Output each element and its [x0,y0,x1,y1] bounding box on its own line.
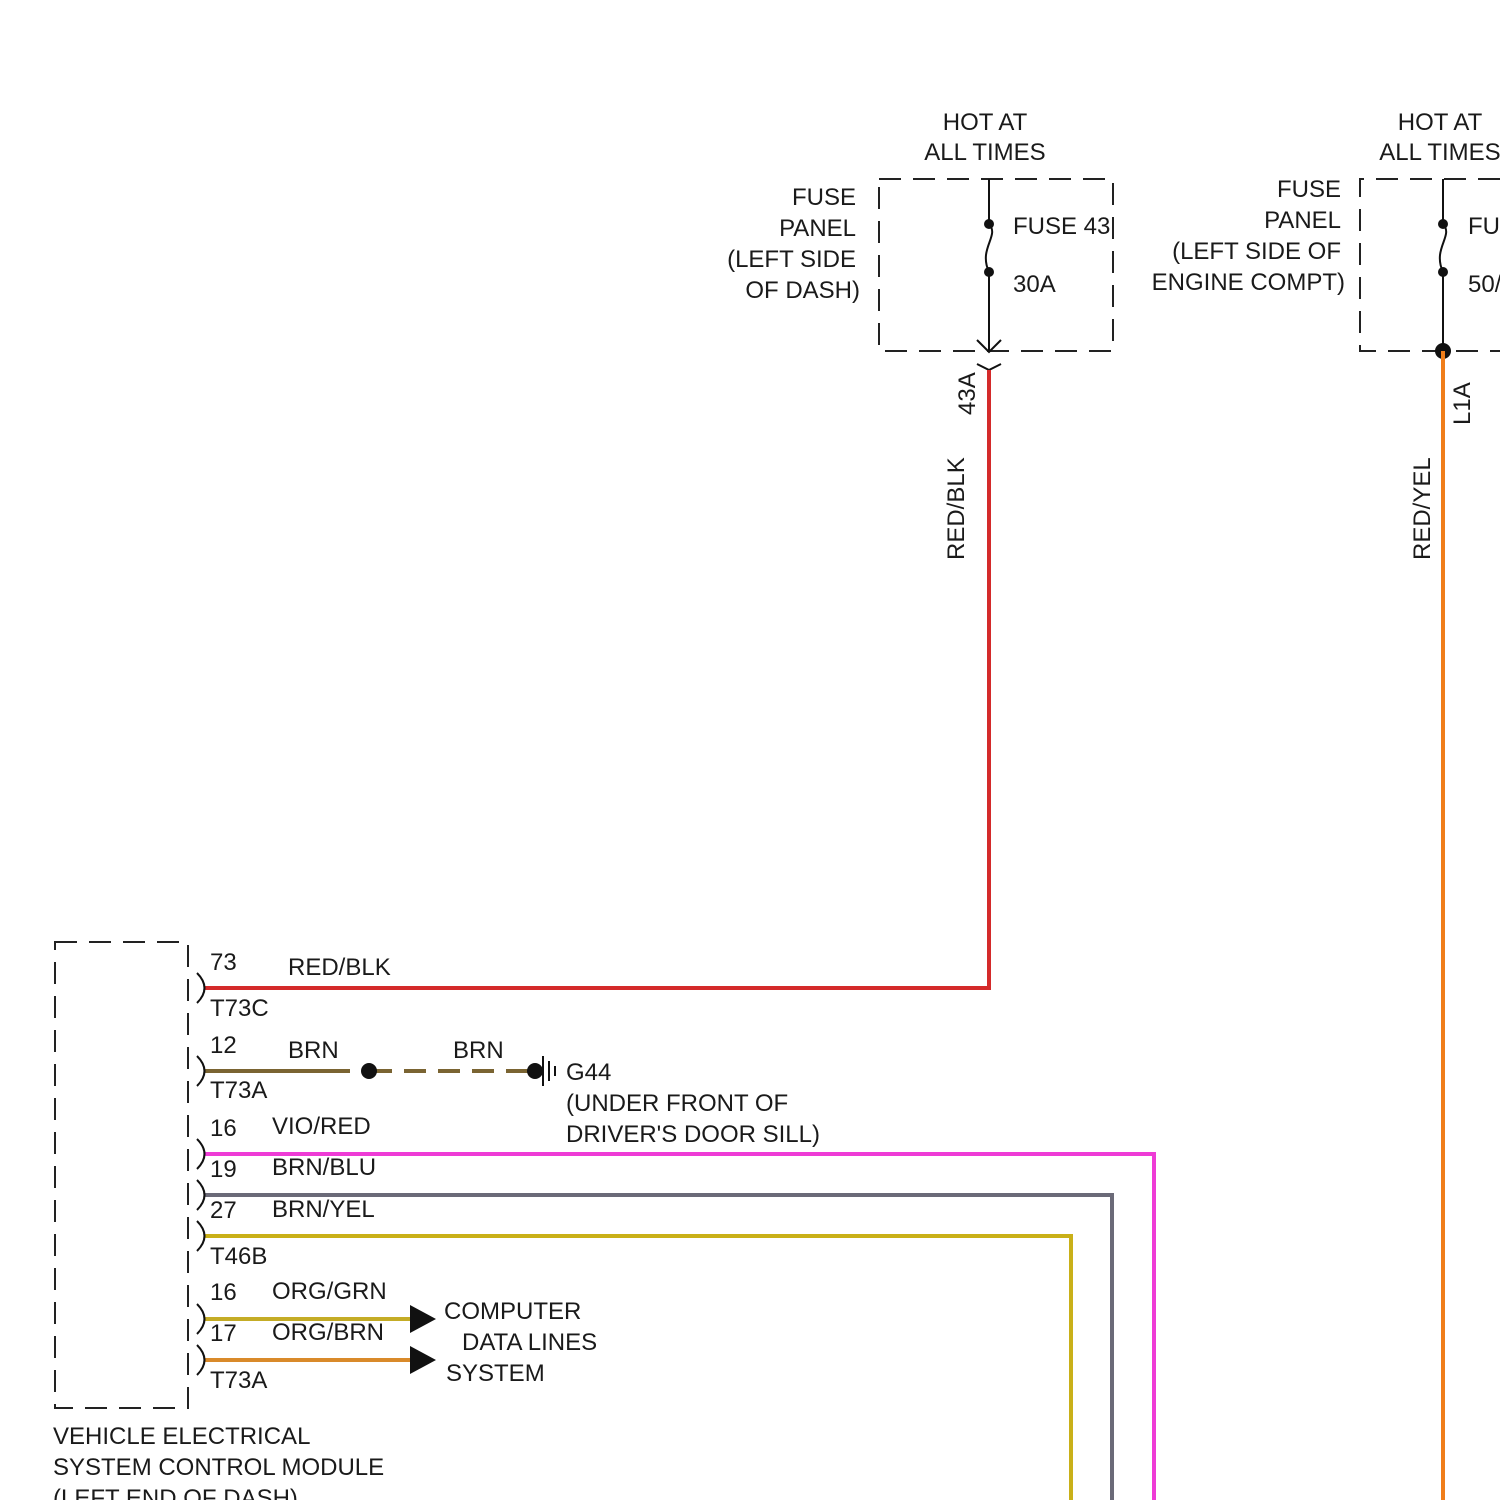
pin-12-label: 12 [210,1032,237,1059]
wire-label-brn-ground: BRN [453,1037,504,1064]
wire-label-red-blk: RED/BLK [288,954,391,981]
fuse-terminal-dot [1438,219,1448,229]
fuse-panel-right-label-line4: ENGINE COMPT) [1152,269,1345,296]
fuse-43-rating: 30A [1013,271,1056,298]
ground-id-label: G44 [566,1059,611,1086]
data-lines-label-line1: COMPUTER [444,1298,581,1325]
fuse-panel-right-label-line3: (LEFT SIDE OF [1172,238,1341,265]
splice-dot [361,1063,377,1079]
circuit-43a-label: 43A [954,372,981,415]
fuse-panel-label-line1: FUSE [792,184,856,211]
fuse-right-hot-label-line2: ALL TIMES [1379,139,1500,166]
fuse-43-hot-label-line1: HOT AT [943,109,1028,136]
pin-19-label: 19 [210,1156,237,1183]
fuse-right-rating: 50/ [1468,271,1500,298]
wire-label-brn-blu: BRN/BLU [272,1154,376,1181]
control-module: 73 RED/BLK T73C 12 BRN T73A 16 VIO/RED 1… [53,942,391,1500]
module-name-line3: (LEFT END OF DASH) [53,1485,298,1500]
wire-label-brn-yel: BRN/YEL [272,1196,375,1223]
connector-t73a-label: T73A [210,1077,267,1104]
fuse-panel-label-line2: PANEL [779,215,856,242]
fuse-43-group: HOT AT ALL TIMES FUSE PANEL (LEFT SIDE O… [727,109,1113,560]
data-lines-label-line3: SYSTEM [446,1360,545,1387]
fuse-terminal-dot [1438,267,1448,277]
fuse-terminal-dot [984,267,994,277]
fuse-43-name: FUSE 43 [1013,213,1110,240]
circuit-l1a-label: L1A [1449,382,1476,425]
pin-16-label: 16 [210,1115,237,1142]
wire-label-org-grn: ORG/GRN [272,1278,387,1305]
wire-label-vio-red: VIO/RED [272,1113,371,1140]
fuse-panel-label-line4: OF DASH) [745,277,860,304]
connector-terminals [197,973,205,1375]
pin-17-label: 17 [210,1320,237,1347]
fuse-right-symbol [1440,179,1446,351]
ground-location-line2: DRIVER'S DOOR SILL) [566,1121,820,1148]
connector-t46b-label: T46B [210,1243,267,1270]
ground-location-line1: (UNDER FRONT OF [566,1090,788,1117]
connector-t73c-label: T73C [210,995,269,1022]
wire-red-yel-vertical-label: RED/YEL [1409,457,1436,560]
wire-red-blk-vertical-label: RED/BLK [943,457,970,560]
fuse-panel-label-line3: (LEFT SIDE [727,246,856,273]
ground-g44: BRN G44 (UNDER FRONT OF DRIVER'S DOOR SI… [361,1037,820,1148]
connector-t73a-lower-label: T73A [210,1367,267,1394]
wire-red-blk [205,370,989,988]
pin-27-label: 27 [210,1197,237,1224]
pin-73-label: 73 [210,949,237,976]
fuse-terminal-dot [984,219,994,229]
arrow-right-icon [410,1346,436,1374]
module-name-line2: SYSTEM CONTROL MODULE [53,1454,384,1481]
module-dash-box [55,942,188,1408]
fuse-right-name: FU [1468,213,1500,240]
fuse-right-group: HOT AT ALL TIMES FUSE PANEL (LEFT SIDE O… [1152,109,1500,560]
ground-symbol-icon [543,1056,555,1086]
wires [205,351,1443,1500]
fuse-panel-right-dash-box [1360,179,1500,351]
wire-label-brn: BRN [288,1037,339,1064]
fuse-panel-right-label-line1: FUSE [1277,176,1341,203]
module-name-line1: VEHICLE ELECTRICAL [53,1423,310,1450]
ground-terminal-dot [527,1063,543,1079]
arrow-right-icon [410,1305,436,1333]
pin-16b-label: 16 [210,1279,237,1306]
data-lines-label-line2: DATA LINES [462,1329,597,1356]
fuse-panel-dash-box [879,179,1113,351]
data-lines-group: COMPUTER DATA LINES SYSTEM [410,1298,597,1387]
fuse-right-hot-label-line1: HOT AT [1398,109,1483,136]
fuse-panel-right-label-line2: PANEL [1264,207,1341,234]
fuse-43-hot-label-line2: ALL TIMES [924,139,1045,166]
wire-label-org-brn: ORG/BRN [272,1319,384,1346]
